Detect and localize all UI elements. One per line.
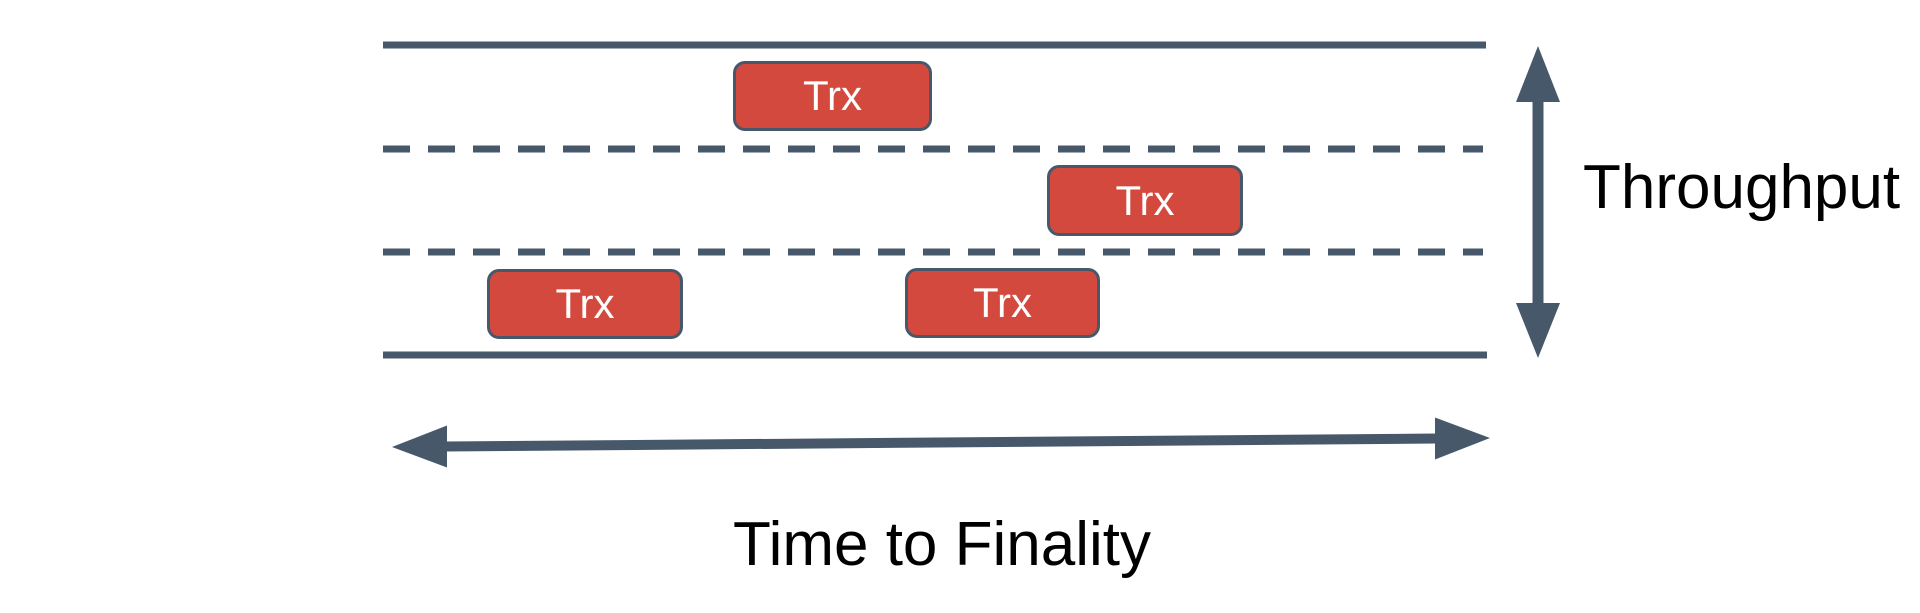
transaction-label: Trx	[972, 279, 1033, 326]
time-to-finality-label: Time to Finality	[733, 510, 1152, 579]
transaction-label: Trx	[1115, 176, 1175, 224]
arrow-left-icon	[392, 425, 447, 468]
time-to-finality-arrow	[392, 417, 1490, 468]
arrow-right-icon	[1435, 417, 1490, 460]
transaction-box: Trx	[487, 269, 683, 339]
transaction-box: Trx	[733, 61, 932, 131]
arrow-down-icon	[1516, 303, 1560, 358]
transaction-box: Trx	[905, 268, 1100, 338]
arrow-up-icon	[1516, 46, 1560, 102]
transaction-box: Trx	[1047, 165, 1243, 236]
transaction-label: Trx	[802, 72, 863, 119]
throughput-arrow	[1516, 46, 1560, 358]
transaction-label: Trx	[555, 280, 615, 327]
throughput-label: Throughput	[1583, 153, 1901, 222]
